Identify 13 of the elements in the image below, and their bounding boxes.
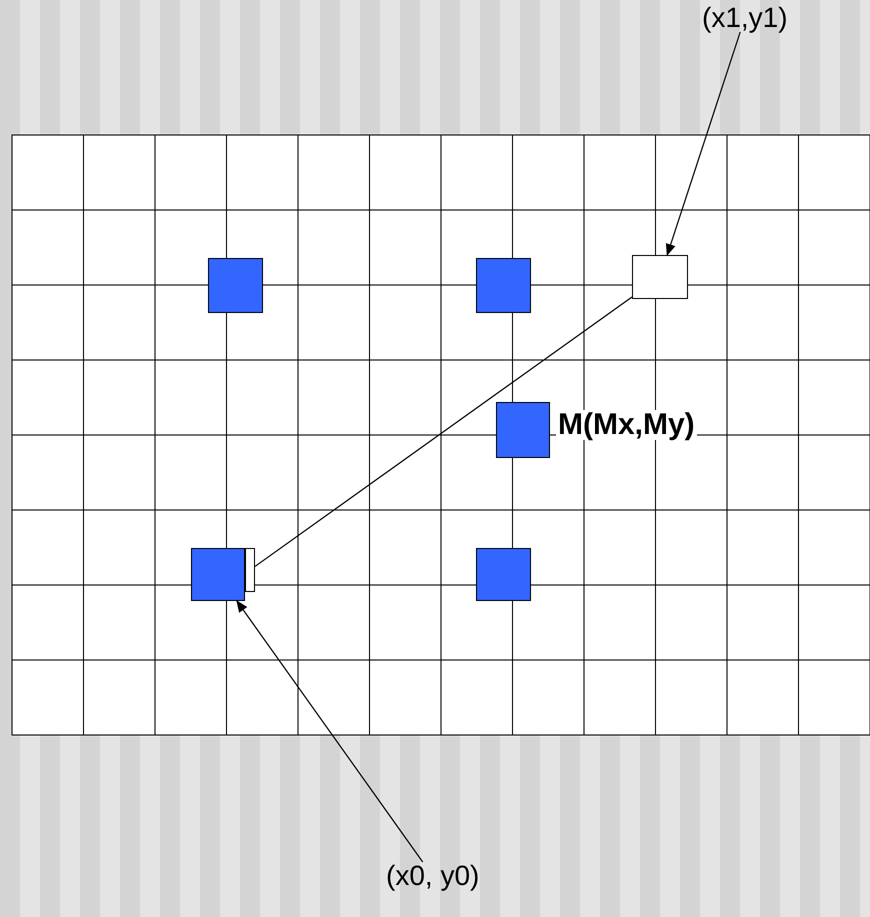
coordinate-label: (x0, y0)	[386, 862, 480, 890]
filled-pixel	[191, 548, 245, 601]
coordinate-label: (x1,y1)	[702, 4, 788, 32]
empty-pixel	[632, 255, 688, 299]
empty-pixel	[245, 548, 255, 592]
point-label: M(Mx,My)	[556, 410, 697, 440]
leader-arrow	[666, 32, 741, 256]
filled-pixel	[476, 548, 531, 601]
leader-arrow	[236, 600, 424, 862]
filled-pixel	[496, 402, 550, 458]
filled-pixel	[208, 258, 263, 313]
connecting-line	[254, 296, 632, 567]
filled-pixel	[476, 258, 531, 313]
